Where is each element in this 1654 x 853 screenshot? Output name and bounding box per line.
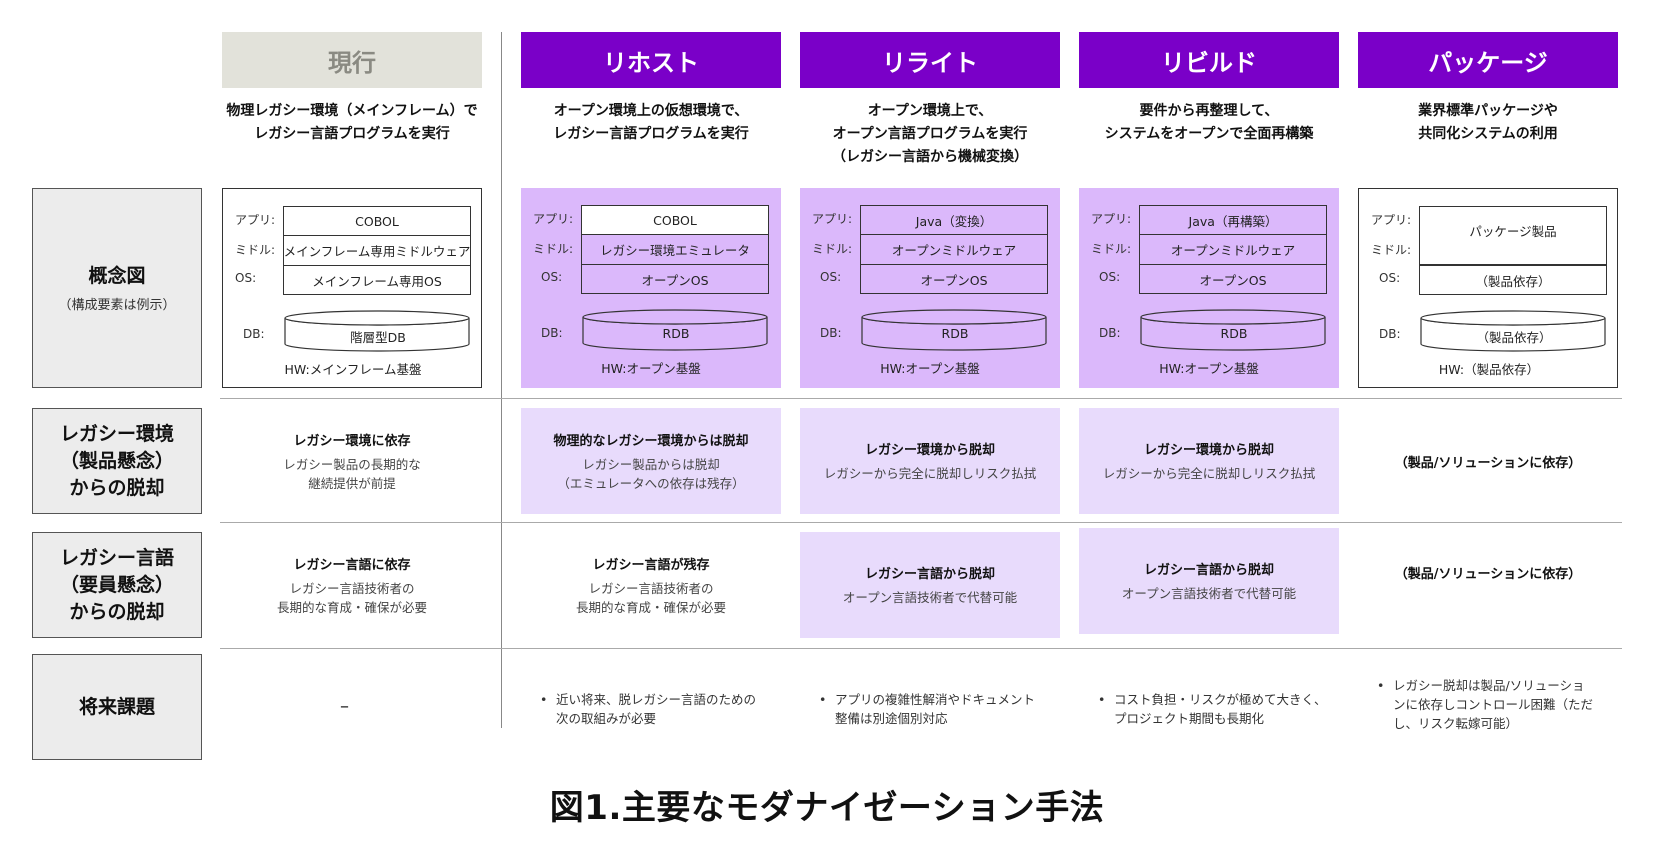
future-cell-rewrite: • アプリの複雑性解消やドキュメント 整備は別途個別対応 bbox=[819, 692, 1036, 726]
row-divider-3 bbox=[220, 648, 1622, 649]
hw-label: HW:メインフレーム基盤 bbox=[284, 362, 422, 377]
lang-cell-current: レガシー言語に依存 レガシー言語技術者の長期的な育成・確保が必要 bbox=[276, 557, 427, 615]
layer-mid: オープンミドルウェア bbox=[1139, 235, 1327, 265]
env-cell-rewrite: レガシー環境から脱却 レガシーから完全に脱却しリスク払拭 bbox=[800, 408, 1060, 514]
label-app: アプリ: bbox=[1091, 212, 1132, 226]
label-os: OS: bbox=[1099, 270, 1121, 284]
label-app: アプリ: bbox=[235, 213, 276, 227]
row-label-env: レガシー環境 （製品懸念） からの脱却 bbox=[32, 408, 202, 514]
layer-app: Java（変換） bbox=[860, 205, 1048, 235]
row-divider-2 bbox=[220, 522, 1622, 523]
hw-label: HW:（製品依存） bbox=[1438, 362, 1540, 377]
layer-mid: レガシー環境エミュレータ bbox=[581, 235, 769, 265]
row-label-lang: レガシー言語 （要員懸念） からの脱却 bbox=[32, 532, 202, 638]
column-header-package: パッケージ bbox=[1358, 32, 1618, 88]
column-header-rewrite: リライト bbox=[800, 32, 1060, 88]
layer-mid: オープンミドルウェア bbox=[860, 235, 1048, 265]
label-os: OS: bbox=[541, 270, 563, 284]
lang-cell-rebuild: レガシー言語から脱却 オープン言語技術者で代替可能 bbox=[1079, 528, 1339, 634]
db-label: RDB bbox=[662, 326, 690, 341]
db-label: 階層型DB bbox=[350, 330, 406, 345]
layer-os: メインフレーム専用OS bbox=[283, 265, 471, 295]
layer-app: COBOL bbox=[283, 206, 471, 236]
label-db: DB: bbox=[541, 326, 563, 340]
layer-app: COBOL bbox=[581, 205, 769, 235]
db-cylinder bbox=[861, 309, 1047, 351]
future-cell-package: • レガシー脱却は製品/ソリューショ ンに依存しコントロール困難（ただ し、リス… bbox=[1377, 678, 1594, 731]
lang-cell-package: （製品/ソリューションに依存） bbox=[1394, 566, 1582, 582]
db-cylinder bbox=[1140, 309, 1326, 351]
label-mid: ミドル: bbox=[1091, 242, 1132, 256]
column-header-rehost: リホスト bbox=[521, 32, 781, 88]
label-os: OS: bbox=[235, 271, 257, 285]
column-divider bbox=[501, 32, 502, 728]
db-label: （製品依存） bbox=[1476, 330, 1552, 345]
db-cylinder bbox=[284, 310, 470, 352]
future-cell-current: – bbox=[340, 696, 349, 717]
label-db: DB: bbox=[1099, 326, 1121, 340]
concept-current: アプリ: ミドル: OS: COBOL メインフレーム専用ミドルウェア メインフ… bbox=[222, 188, 482, 388]
db-label: RDB bbox=[941, 326, 969, 341]
label-mid: ミドル: bbox=[1371, 243, 1412, 257]
env-cell-current: レガシー環境に依存 レガシー製品の長期的な継続提供が前提 bbox=[283, 433, 421, 491]
env-cell-rebuild: レガシー環境から脱却 レガシーから完全に脱却しリスク払拭 bbox=[1079, 408, 1339, 514]
column-desc-current: 物理レガシー環境（メインフレーム）でレガシー言語プログラムを実行 bbox=[226, 103, 478, 142]
lang-cell-rewrite: レガシー言語から脱却 オープン言語技術者で代替可能 bbox=[800, 532, 1060, 638]
label-app: アプリ: bbox=[533, 212, 574, 226]
label-db: DB: bbox=[243, 327, 265, 341]
column-header-current: 現行 bbox=[222, 32, 482, 88]
hw-label: HW:オープン基盤 bbox=[880, 361, 980, 376]
column-desc-rebuild: 要件から再整理して、システムをオープンで全面再構築 bbox=[1104, 103, 1314, 142]
lang-cell-rehost: レガシー言語が残存 レガシー言語技術者の長期的な育成・確保が必要 bbox=[575, 557, 726, 615]
column-desc-rewrite: オープン環境上で、オープン言語プログラムを実行（レガシー言語から機械変換） bbox=[832, 103, 1028, 165]
layer-os: オープンOS bbox=[1139, 264, 1327, 294]
label-app: アプリ: bbox=[1371, 213, 1412, 227]
label-app: アプリ: bbox=[812, 212, 853, 226]
concept-rebuild: アプリ: ミドル: OS: Java（再構築） オープンミドルウェア オープンO… bbox=[1079, 188, 1339, 388]
concept-package: アプリ: ミドル: OS: パッケージ製品 （製品依存） DB: （製品依存） … bbox=[1358, 188, 1618, 388]
figure-caption: 図1.主要なモダナイゼーション手法 bbox=[549, 788, 1105, 828]
label-os: OS: bbox=[1379, 271, 1401, 285]
row-label-concept: 概念図 （構成要素は例示） bbox=[32, 188, 202, 388]
label-mid: ミドル: bbox=[533, 242, 574, 256]
env-cell-package: （製品/ソリューションに依存） bbox=[1394, 455, 1582, 471]
db-cylinder bbox=[1420, 310, 1606, 352]
layer-mid: メインフレーム専用ミドルウェア bbox=[283, 236, 471, 266]
future-cell-rebuild: • コスト負担・リスクが極めて大きく、 プロジェクト期間も長期化 bbox=[1098, 692, 1327, 726]
db-label: RDB bbox=[1220, 326, 1248, 341]
column-header-rebuild: リビルド bbox=[1079, 32, 1339, 88]
concept-rewrite: アプリ: ミドル: OS: Java（変換） オープンミドルウェア オープンOS… bbox=[800, 188, 1060, 388]
label-os: OS: bbox=[820, 270, 842, 284]
future-cell-rehost: • 近い将来、脱レガシー言語のための 次の取組みが必要 bbox=[540, 692, 757, 726]
label-db: DB: bbox=[1379, 327, 1401, 341]
column-desc-rehost: オープン環境上の仮想環境で、レガシー言語プログラムを実行 bbox=[553, 103, 749, 142]
row-divider-1 bbox=[220, 398, 1622, 399]
hw-label: HW:オープン基盤 bbox=[601, 361, 701, 376]
label-db: DB: bbox=[820, 326, 842, 340]
env-cell-rehost: 物理的なレガシー環境からは脱却 レガシー製品からは脱却（エミュレータへの依存は残… bbox=[521, 408, 781, 514]
layer-app: Java（再構築） bbox=[1139, 205, 1327, 235]
concept-rehost: アプリ: ミドル: OS: COBOL レガシー環境エミュレータ オープンOS … bbox=[521, 188, 781, 388]
layer-appmid: パッケージ製品 bbox=[1419, 206, 1607, 265]
row-label-future: 将来課題 bbox=[32, 654, 202, 760]
db-cylinder bbox=[582, 309, 768, 351]
label-mid: ミドル: bbox=[235, 243, 276, 257]
layer-os: オープンOS bbox=[860, 264, 1048, 294]
column-desc-package: 業界標準パッケージや共同化システムの利用 bbox=[1418, 103, 1558, 142]
layer-os: （製品依存） bbox=[1419, 265, 1607, 295]
hw-label: HW:オープン基盤 bbox=[1159, 361, 1259, 376]
layer-os: オープンOS bbox=[581, 264, 769, 294]
label-mid: ミドル: bbox=[812, 242, 853, 256]
